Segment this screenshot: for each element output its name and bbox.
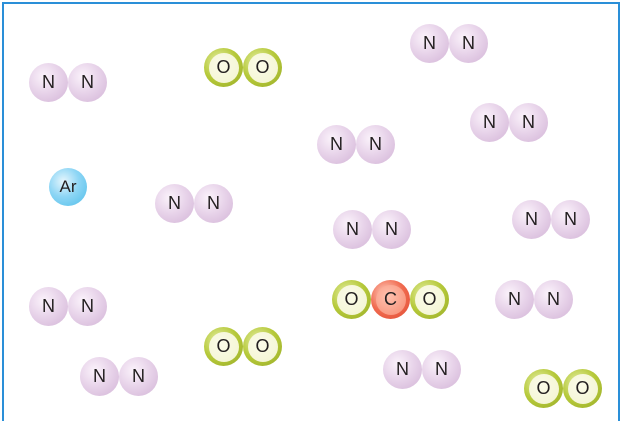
nitrogen-atom: N [410, 24, 449, 63]
molecule-n2: N N [333, 210, 411, 249]
nitrogen-atom: N [68, 287, 107, 326]
atom-label: N [42, 296, 55, 316]
atom-label: C [384, 289, 397, 309]
oxygen-atom: O [204, 327, 243, 366]
molecule-n2: N N [470, 103, 548, 142]
nitrogen-atom: N [29, 287, 68, 326]
molecule-co2: O C O [332, 280, 449, 319]
atom-label: N [396, 359, 409, 379]
oxygen-atom: O [332, 280, 371, 319]
nitrogen-atom: N [356, 125, 395, 164]
nitrogen-atom: N [551, 200, 590, 239]
atom-label: O [255, 336, 270, 356]
atom-label: N [207, 193, 220, 213]
atom-label: N [42, 72, 55, 92]
atom-label: N [168, 193, 181, 213]
nitrogen-atom: N [333, 210, 372, 249]
molecule-o2: O O [204, 48, 282, 87]
atom-label: Ar [59, 177, 77, 196]
molecule-n2: N N [383, 350, 461, 389]
nitrogen-atom: N [29, 63, 68, 102]
molecule-n2: N N [29, 287, 107, 326]
oxygen-atom: O [524, 369, 563, 408]
atom-label: O [344, 289, 359, 309]
nitrogen-atom: N [80, 357, 119, 396]
atom-label: N [564, 209, 577, 229]
nitrogen-atom: N [449, 24, 488, 63]
nitrogen-atom: N [495, 280, 534, 319]
molecule-n2: N N [495, 280, 573, 319]
nitrogen-atom: N [509, 103, 548, 142]
molecule-ar: Ar [49, 168, 87, 206]
nitrogen-atom: N [68, 63, 107, 102]
molecule-n2: N N [155, 184, 233, 223]
nitrogen-atom: N [317, 125, 356, 164]
atom-label: N [385, 219, 398, 239]
atom-label: O [216, 57, 231, 77]
atom-label: N [81, 296, 94, 316]
atom-label: N [369, 134, 382, 154]
argon-atom: Ar [49, 168, 87, 206]
nitrogen-atom: N [383, 350, 422, 389]
atom-label: O [255, 57, 270, 77]
atom-label: N [435, 359, 448, 379]
atom-label: N [93, 366, 106, 386]
nitrogen-atom: N [534, 280, 573, 319]
atom-label: N [547, 289, 560, 309]
atom-label: N [423, 33, 436, 53]
atom-label: N [346, 219, 359, 239]
oxygen-atom: O [410, 280, 449, 319]
molecule-o2: O O [524, 369, 602, 408]
nitrogen-atom: N [512, 200, 551, 239]
atom-label: N [508, 289, 521, 309]
molecule-n2: N N [80, 357, 158, 396]
molecule-n2: N N [410, 24, 488, 63]
atom-label: O [575, 378, 590, 398]
molecule-n2: N N [512, 200, 590, 239]
carbon-atom: C [371, 280, 410, 319]
atom-label: N [132, 366, 145, 386]
atom-label: N [330, 134, 343, 154]
atom-label: N [462, 33, 475, 53]
nitrogen-atom: N [194, 184, 233, 223]
molecule-n2: N N [317, 125, 395, 164]
oxygen-atom: O [243, 327, 282, 366]
atom-label: O [536, 378, 551, 398]
atom-label: N [522, 112, 535, 132]
atom-label: O [216, 336, 231, 356]
nitrogen-atom: N [372, 210, 411, 249]
nitrogen-atom: N [155, 184, 194, 223]
oxygen-atom: O [563, 369, 602, 408]
nitrogen-atom: N [470, 103, 509, 142]
nitrogen-atom: N [422, 350, 461, 389]
molecule-o2: O O [204, 327, 282, 366]
atom-label: N [81, 72, 94, 92]
molecule-n2: N N [29, 63, 107, 102]
atom-label: N [525, 209, 538, 229]
nitrogen-atom: N [119, 357, 158, 396]
atom-label: N [483, 112, 496, 132]
atom-label: O [422, 289, 437, 309]
oxygen-atom: O [204, 48, 243, 87]
oxygen-atom: O [243, 48, 282, 87]
